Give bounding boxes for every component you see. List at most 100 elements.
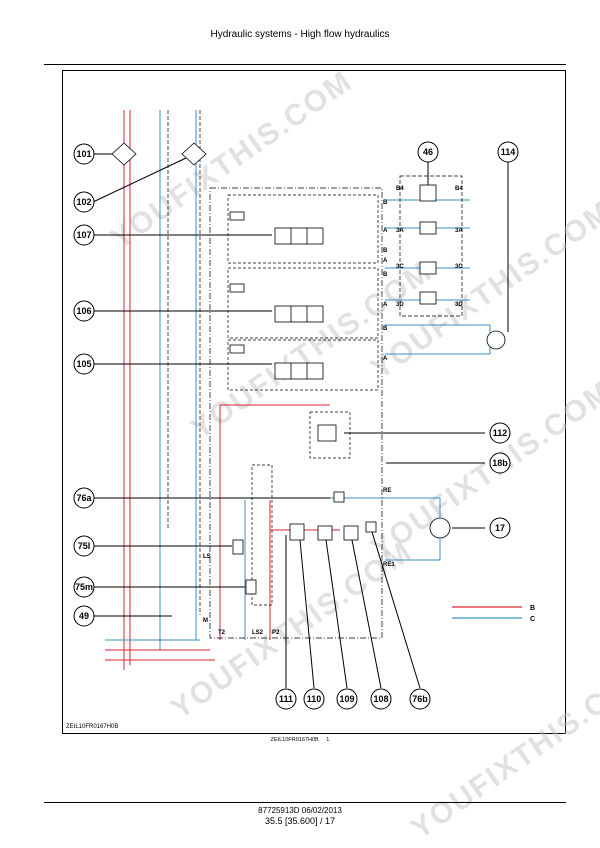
coupler — [419, 291, 437, 305]
callouts: 101 102 107 106 105 76a 75l 75m 49 46 11… — [73, 141, 519, 710]
port-label: 3C — [396, 264, 404, 270]
svg-text:75l: 75l — [78, 541, 91, 551]
svg-text:75m: 75m — [75, 582, 93, 592]
callout-49: 49 — [73, 605, 95, 627]
port-label: B — [383, 200, 388, 206]
spool-valve — [274, 362, 324, 380]
svg-text:18b: 18b — [492, 458, 508, 468]
port-label: B — [383, 326, 388, 332]
svg-text:49: 49 — [79, 611, 89, 621]
svg-text:109: 109 — [339, 694, 354, 704]
svg-text:108: 108 — [373, 694, 388, 704]
relief-valve — [317, 424, 337, 442]
valve-block-outline — [209, 187, 383, 639]
svg-text:76a: 76a — [76, 493, 92, 503]
figure-caption: ZEIL10FR0167H0B 1 — [0, 737, 600, 743]
callout-106: 106 — [73, 300, 95, 322]
coupler — [419, 184, 437, 202]
svg-text:114: 114 — [501, 147, 516, 157]
port-label: 3A — [455, 228, 463, 234]
header-divider — [44, 64, 566, 65]
caption-code: ZEIL10FR0167H0B — [270, 737, 319, 743]
callout-75l: 75l — [73, 535, 95, 557]
motor-114-icon — [486, 330, 506, 350]
callout-108: 108 — [370, 688, 392, 710]
port-label: M — [203, 618, 208, 624]
footer-divider — [44, 802, 566, 803]
callout-17: 17 — [489, 517, 511, 539]
port-label: A — [383, 258, 388, 264]
watermark-text: YOUFIXTHIS.COM — [105, 64, 358, 255]
svg-text:112: 112 — [493, 428, 508, 438]
port-label: 3D — [396, 302, 404, 308]
callout-76a: 76a — [73, 487, 95, 509]
valve-111 — [289, 523, 305, 541]
coupler — [419, 261, 437, 275]
filters — [111, 142, 506, 539]
callout-75m: 75m — [73, 576, 95, 598]
svg-text:101: 101 — [76, 149, 91, 159]
callout-107: 107 — [73, 224, 95, 246]
valve-109 — [317, 525, 333, 541]
solenoid-valve — [232, 539, 244, 555]
port-label: RE1 — [383, 562, 395, 568]
pilot-valve — [229, 283, 245, 293]
port-label: B — [383, 272, 388, 278]
spool-valves — [229, 184, 437, 595]
port-label: B4 — [396, 186, 404, 192]
port-label: P2 — [272, 630, 280, 636]
filter-101-icon — [111, 142, 137, 166]
svg-text:105: 105 — [76, 359, 91, 369]
pilot-valve — [229, 344, 245, 354]
caption-number: 1 — [326, 737, 330, 743]
port-label: B — [383, 248, 388, 254]
legend: B C — [452, 605, 535, 623]
valve-block — [167, 110, 463, 639]
callout-76b: 76b — [409, 688, 431, 710]
port-label: T2 — [218, 630, 226, 636]
svg-text:111: 111 — [279, 694, 293, 704]
section-outline — [251, 464, 273, 606]
legend-label-b: B — [530, 605, 535, 612]
port-labels: B A B A B A B A RE RE1 LS M T2 LS2 P2 B4… — [203, 186, 463, 636]
page-number: 35.5 [35.600] / 17 — [264, 816, 336, 826]
coupler — [419, 221, 437, 235]
callout-101: 101 — [73, 143, 95, 165]
callout-112: 112 — [489, 422, 511, 444]
callout-110: 110 — [303, 688, 325, 710]
section-outline — [227, 194, 379, 264]
callout-102: 102 — [73, 191, 95, 213]
sensor-76a — [333, 491, 345, 503]
port-label: 3C — [455, 264, 463, 270]
svg-text:106: 106 — [76, 306, 91, 316]
port-label: 3A — [396, 228, 404, 234]
valve-108 — [343, 525, 359, 541]
svg-text:107: 107 — [76, 230, 91, 240]
motor-17-icon — [429, 517, 451, 539]
spool-valve — [274, 305, 324, 323]
hydraulic-lines — [105, 110, 491, 670]
svg-text:76b: 76b — [412, 694, 428, 704]
page-title: Hydraulic systems - High flow hydraulics — [210, 29, 390, 40]
svg-text:110: 110 — [307, 694, 322, 704]
spool-valve — [274, 227, 324, 245]
callout-111: 111 — [275, 688, 297, 710]
port-label: A — [383, 302, 388, 308]
solenoid-valve — [245, 579, 257, 595]
section-outline — [227, 339, 379, 391]
port-label: B4 — [455, 186, 463, 192]
legend-label-c: C — [530, 616, 535, 623]
diagram-code: ZEIL10FR0167H0B — [66, 724, 119, 730]
port-label: A — [383, 228, 388, 234]
port-label: LS2 — [252, 630, 264, 636]
callout-109: 109 — [336, 688, 358, 710]
watermarks: YOUFIXTHIS.COM YOUFIXTHIS.COM YOUFIXTHIS… — [105, 64, 600, 845]
filter-102-icon — [181, 142, 207, 166]
callout-105: 105 — [73, 353, 95, 375]
document-number: 87725913D 06/02/2013 — [258, 806, 342, 815]
leaders — [92, 153, 509, 689]
port-label: A — [383, 356, 388, 362]
port-label: RE — [383, 488, 391, 494]
section-outline — [309, 411, 351, 459]
callout-46: 46 — [417, 141, 439, 163]
